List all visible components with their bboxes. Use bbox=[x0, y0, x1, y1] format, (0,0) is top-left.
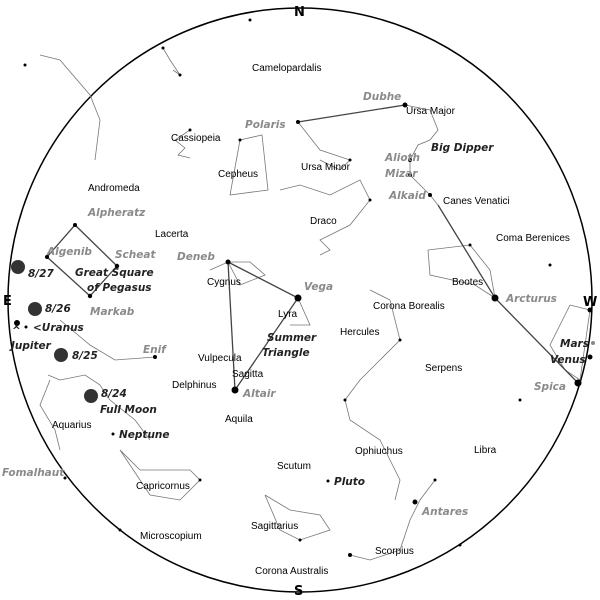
east-label: E bbox=[3, 294, 12, 309]
moon-date-label: 8/25 bbox=[72, 350, 98, 362]
star-label: Scheat bbox=[115, 249, 156, 261]
jupiter-caret: ^ bbox=[12, 325, 21, 337]
uranus-label: <Uranus bbox=[33, 322, 84, 334]
west-label: W bbox=[583, 295, 597, 310]
north-label: N bbox=[294, 5, 305, 20]
moon-date-label: 8/26 bbox=[45, 303, 71, 315]
constellation-label: Andromeda bbox=[88, 183, 140, 194]
moon-and-planet-labels: 8/27 8/26 8/25 8/24 Full Moon <Uranus ^ … bbox=[9, 268, 589, 488]
star-label: Altair bbox=[242, 388, 276, 400]
constellation-label: Aquarius bbox=[52, 420, 91, 431]
constellation-label: Hercules bbox=[340, 327, 379, 338]
mars-label: Mars bbox=[560, 338, 589, 350]
south-label: S bbox=[294, 584, 303, 599]
asterism-lines bbox=[46, 104, 579, 392]
star-label: Mizar bbox=[385, 168, 418, 180]
constellation-label: Capricornus bbox=[136, 481, 190, 492]
star-label: Vega bbox=[304, 281, 333, 293]
constellation-label: Aquila bbox=[225, 414, 253, 425]
constellation-label: Ursa Major bbox=[406, 106, 456, 117]
summer-triangle-label: Triangle bbox=[262, 347, 310, 359]
jupiter-label: Jupiter bbox=[9, 340, 52, 352]
star-label: Polaris bbox=[245, 119, 286, 131]
star-label: Alpheratz bbox=[87, 207, 146, 219]
neptune-label: Neptune bbox=[119, 429, 170, 441]
constellation-label: Vulpecula bbox=[198, 353, 242, 364]
star-label: Deneb bbox=[177, 251, 215, 263]
constellation-label: Cygnus bbox=[207, 277, 241, 288]
constellation-label: Scutum bbox=[277, 461, 311, 472]
constellation-label: Ophiuchus bbox=[355, 446, 403, 457]
great-square-label: Great Square bbox=[75, 267, 154, 279]
big-dipper-label: Big Dipper bbox=[431, 142, 494, 154]
star-label: Alkaid bbox=[388, 190, 426, 202]
constellation-label: Lacerta bbox=[155, 229, 189, 240]
star-label: Arcturus bbox=[505, 293, 557, 305]
full-moon-label: Full Moon bbox=[100, 404, 157, 416]
star-label: Enif bbox=[143, 344, 167, 356]
constellation-label: Coma Berenices bbox=[496, 233, 570, 244]
moon-date-label: 8/27 bbox=[28, 268, 54, 280]
asterism-labels: Big Dipper Great Square of Pegasus Summe… bbox=[75, 142, 494, 359]
venus-label: Venus bbox=[550, 354, 586, 366]
star-label: Spica bbox=[534, 381, 566, 393]
moon-positions bbox=[11, 260, 595, 483]
constellation-label: Sagitta bbox=[232, 369, 264, 380]
constellation-label: Lyra bbox=[278, 309, 298, 320]
horizon-circle bbox=[7, 7, 593, 593]
constellation-labels: Camelopardalis Ursa Major Cassiopeia Cep… bbox=[52, 63, 570, 577]
great-square-label: of Pegasus bbox=[87, 282, 152, 294]
constellation-label: Serpens bbox=[425, 363, 462, 374]
star-label: Markab bbox=[90, 306, 135, 318]
constellation-label: Libra bbox=[474, 445, 497, 456]
stars bbox=[23, 18, 593, 557]
constellation-label: Cassiopeia bbox=[171, 133, 221, 144]
constellation-label: Sagittarius bbox=[251, 521, 298, 532]
star-label: Dubhe bbox=[363, 91, 401, 103]
constellation-label: Corona Australis bbox=[255, 566, 328, 577]
constellation-label: Scorpius bbox=[375, 546, 414, 557]
summer-triangle-label: Summer bbox=[267, 332, 317, 344]
constellation-label: Draco bbox=[310, 216, 337, 227]
constellation-label: Cepheus bbox=[218, 169, 258, 180]
star-label: Antares bbox=[421, 506, 468, 518]
pluto-label: Pluto bbox=[334, 476, 365, 488]
constellation-label: Delphinus bbox=[172, 380, 216, 391]
constellation-label: Ursa Minor bbox=[301, 162, 351, 173]
star-label: Algenib bbox=[46, 246, 92, 258]
star-label: Fomalhaut bbox=[2, 467, 65, 479]
constellation-lines bbox=[39, 47, 591, 561]
constellation-label: Bootes bbox=[452, 277, 483, 288]
moon-date-label: 8/24 bbox=[101, 388, 127, 400]
constellation-label: Microscopium bbox=[140, 531, 202, 542]
star-label: Alioth bbox=[384, 152, 420, 164]
constellation-label: Camelopardalis bbox=[252, 63, 321, 74]
star-labels: Dubhe Polaris Alioth Mizar Alkaid Alpher… bbox=[2, 91, 566, 518]
compass-labels: N S E W bbox=[3, 5, 597, 599]
constellation-label: Corona Borealis bbox=[373, 301, 445, 312]
constellation-label: Canes Venatici bbox=[443, 196, 510, 207]
